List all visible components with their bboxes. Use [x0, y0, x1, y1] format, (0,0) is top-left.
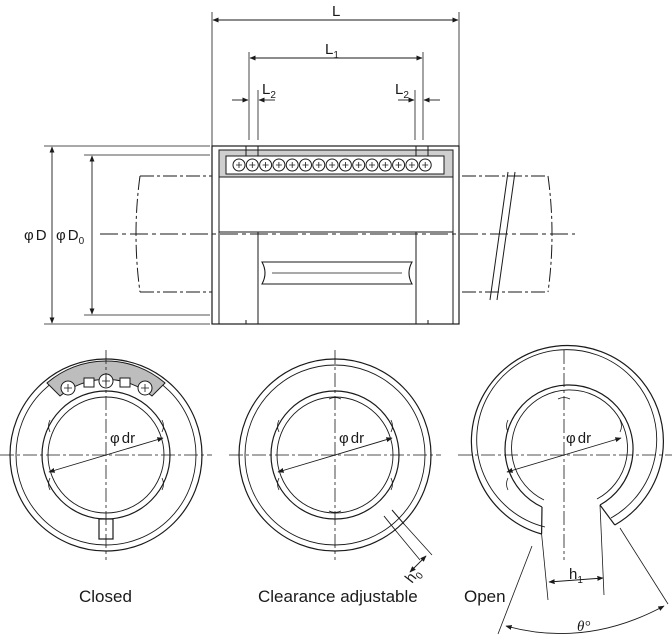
- dim-line-h0: [409, 555, 427, 573]
- label-h1: h1: [569, 566, 583, 586]
- label-theta: θ°: [577, 619, 590, 635]
- dim-line-dr-adjustable: [277, 437, 393, 473]
- ball-cross: [395, 162, 402, 168]
- ball-cross: [422, 162, 429, 168]
- ball-cross: [369, 162, 375, 168]
- ball-cross: [329, 162, 336, 168]
- caption-closed: Closed: [79, 587, 132, 606]
- dim-arc-theta: [505, 605, 665, 634]
- ball-row: [232, 158, 432, 172]
- closed-view: [0, 350, 212, 560]
- dim-line-dr-open: [506, 437, 622, 473]
- caption-adjustable: Clearance adjustable: [258, 587, 418, 606]
- label-L2-right: L2: [395, 81, 409, 101]
- side-view: [44, 12, 575, 325]
- ball-cross: [262, 162, 269, 168]
- caption-open: Open: [464, 587, 506, 606]
- label-L: L: [332, 3, 340, 20]
- ball-cross: [315, 162, 322, 168]
- ball-cross: [249, 162, 256, 168]
- ball-cross: [408, 162, 415, 168]
- dim-line-h1: [548, 575, 604, 585]
- shaft-break-mark: [489, 171, 516, 301]
- ball-cross: [275, 162, 282, 168]
- dim-line-dr-closed: [48, 437, 164, 473]
- adjust-slit: [383, 509, 405, 532]
- ball-cross: [236, 162, 242, 168]
- lower-slot: [261, 261, 413, 285]
- ball-cross: [342, 162, 349, 168]
- ball-cross: [382, 162, 389, 168]
- adjustable-view: [229, 350, 441, 573]
- label-L1: L1: [325, 41, 339, 61]
- open-view: [458, 344, 672, 635]
- ball-cross: [289, 162, 296, 168]
- ball-cross: [355, 162, 362, 168]
- ball-cross: [302, 162, 309, 168]
- label-L2-left: L2: [262, 81, 276, 101]
